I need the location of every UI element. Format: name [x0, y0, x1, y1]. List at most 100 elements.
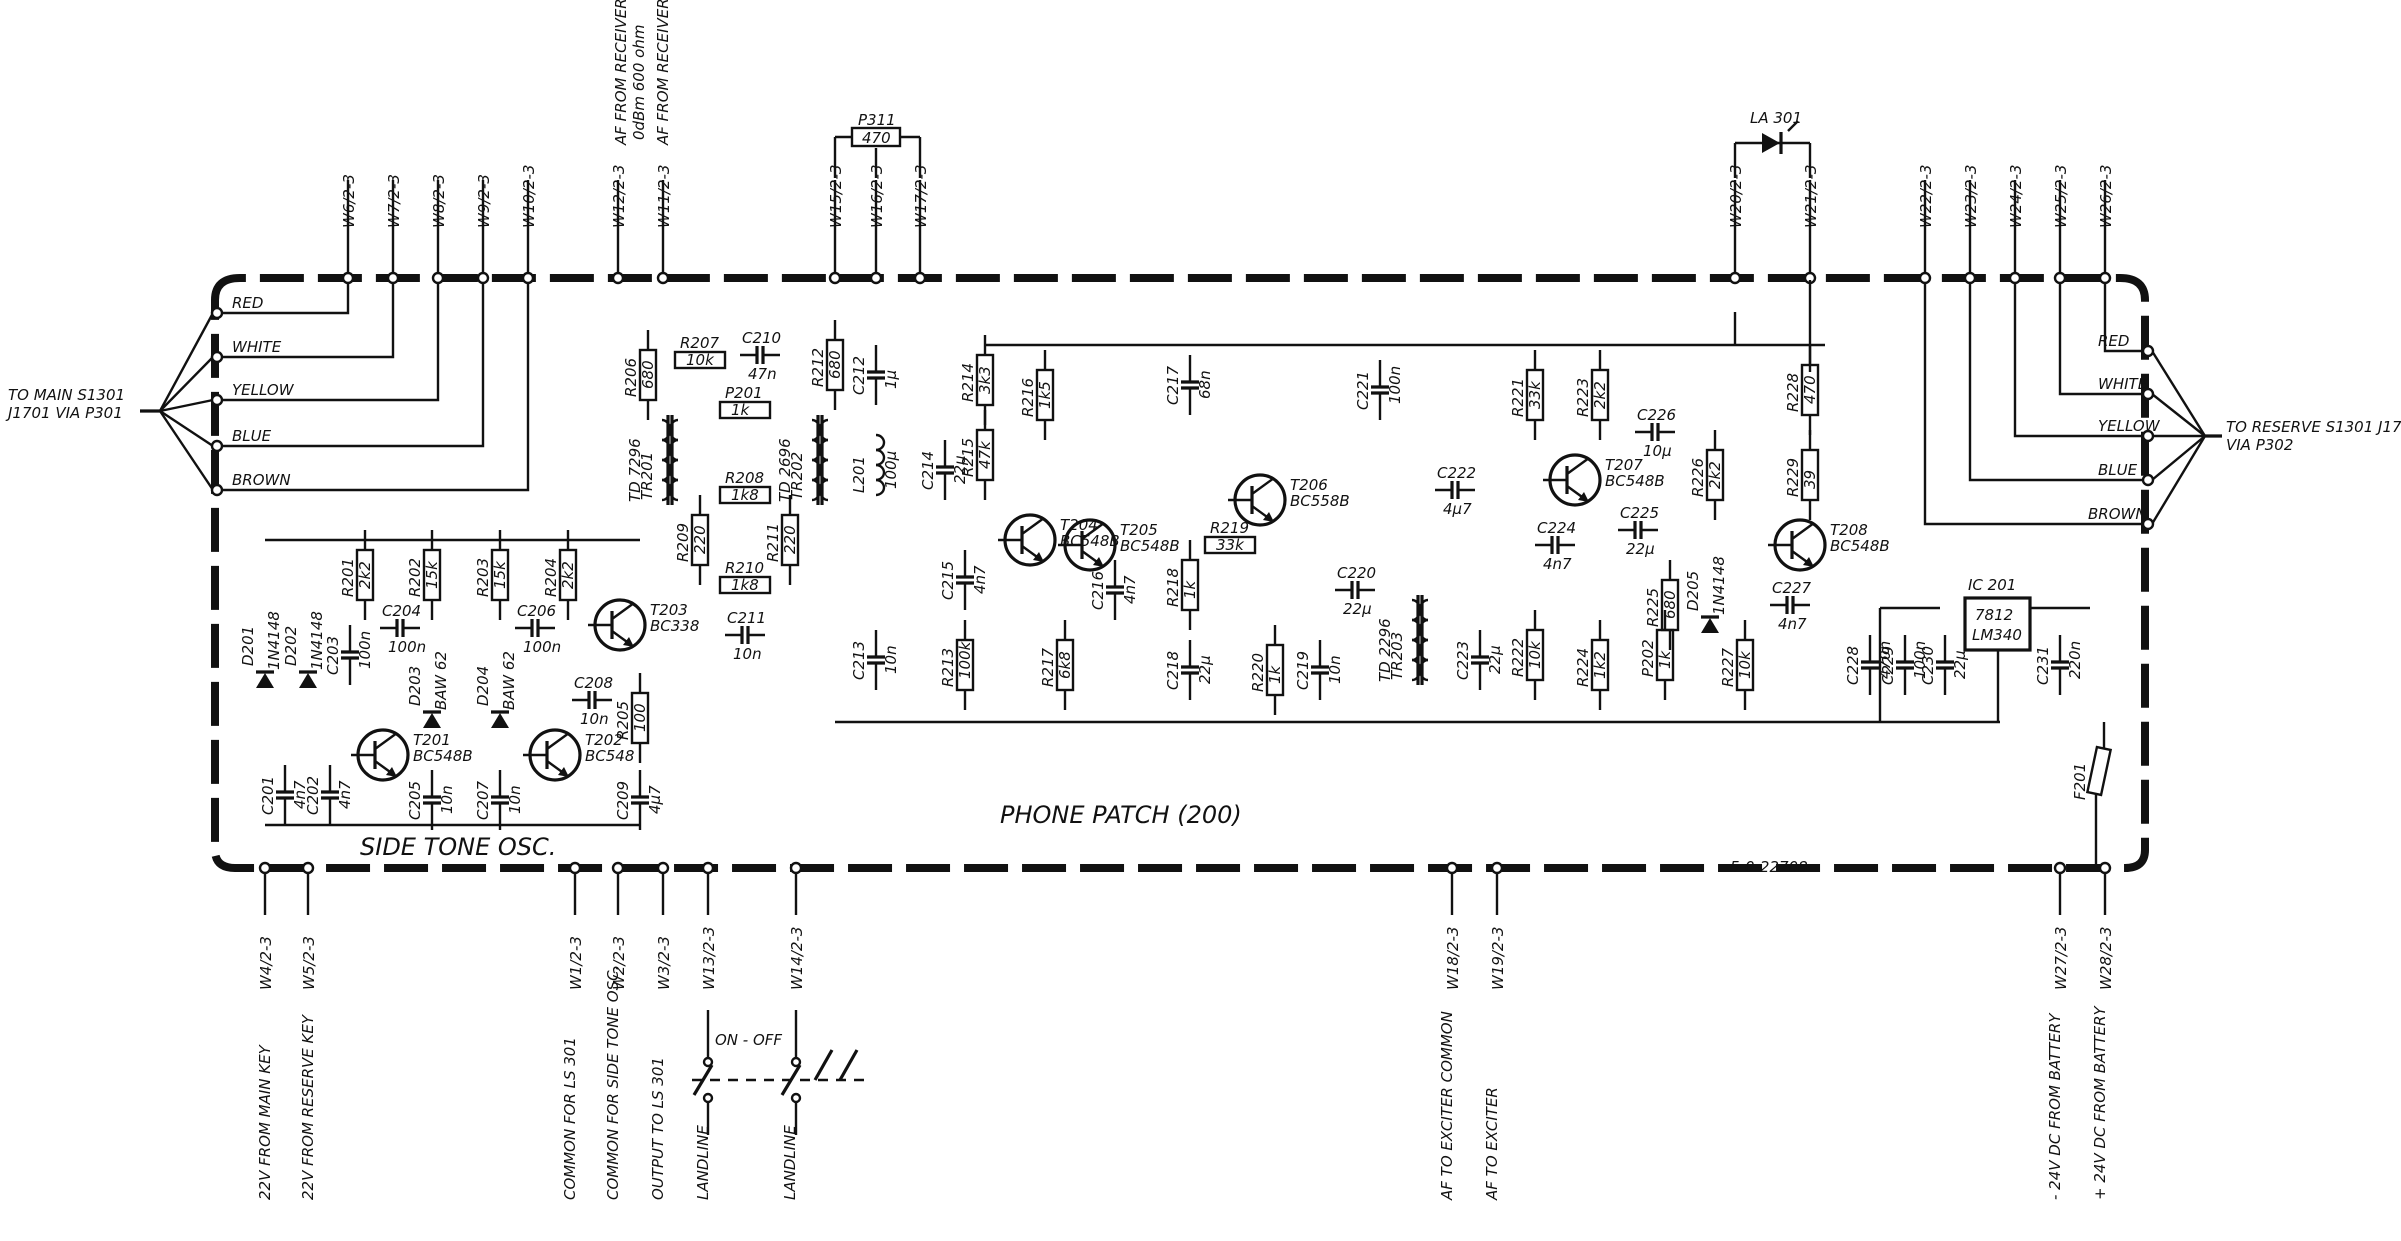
top-terminal-label: W25/2-3 [2052, 165, 2070, 228]
left-wire-label: RED [232, 294, 263, 312]
terminal-circle [2053, 861, 2067, 875]
transistor-type: BC548B [1830, 537, 1890, 555]
terminal-circle [1490, 861, 1504, 875]
resistor-ref: P202 [1639, 639, 1657, 677]
bottom-terminal-label: W13/2-3 [700, 927, 718, 990]
resistor-ref: R222 [1509, 638, 1527, 677]
top-terminal-label: W16/2-3 [868, 165, 886, 228]
resistor-value: 6k8 [1056, 651, 1074, 679]
top-terminal-w16-2-3: W16/2-3 [868, 165, 886, 285]
cap-ref: C225 [1620, 504, 1659, 522]
fuse-f201: F201 [2071, 722, 2113, 868]
resistor-value: 33k [1216, 536, 1245, 554]
terminal-circle [611, 861, 625, 875]
transistor-arrow [623, 637, 634, 647]
inductor-coil [875, 433, 886, 452]
bottom-terminal-w1-2-3: W1/2-3 [567, 861, 585, 990]
wire-pin [2141, 473, 2155, 487]
wire-pin [210, 350, 224, 364]
left-wire-brown: BROWN [210, 283, 530, 497]
resistor-ref: R219 [1210, 519, 1249, 537]
pot-p311-value: 470 [862, 129, 891, 147]
top-note-af-receiver-2: AF FROM RECEIVER [654, 0, 672, 146]
resistor-value: 2k2 [559, 561, 577, 589]
top-terminal-w21-2-3: W21/2-3 [1802, 165, 1820, 285]
cap-ref: C230 [1919, 646, 1937, 685]
resistor-value: 220 [691, 525, 709, 554]
right-wire-yellow: YELLOW [2013, 283, 2161, 443]
top-terminal-w12-2-3: W12/2-3 [610, 165, 628, 285]
wire-trace [222, 283, 440, 402]
terminal-circle [386, 271, 400, 285]
resistor-value: 1k [1181, 579, 1199, 599]
cap-ref: C202 [304, 776, 322, 815]
transistor-collector [1021, 517, 1045, 535]
transformer-coil [668, 478, 679, 502]
transformer-ref: TR203 [1388, 632, 1406, 680]
terminal-circle [1445, 861, 1459, 875]
cap-ref: C210 [742, 329, 781, 347]
terminal-circle [258, 861, 272, 875]
transistor-ref: T201 [413, 731, 451, 749]
transformer-ref: TR202 [788, 452, 806, 500]
top-note-0dbm: 0dBm 600 ohm [630, 25, 648, 140]
left-connector-label-1: TO MAIN S1301 [8, 386, 125, 404]
resistor-ref: R228 [1784, 373, 1802, 412]
transistor-collector [611, 602, 635, 620]
top-terminal-label: W6/2-3 [340, 174, 358, 228]
transistor-arrow [386, 767, 397, 777]
wire-pin [210, 393, 224, 407]
bottom-terminal-w27-2-3: W27/2-3 [2052, 861, 2070, 990]
cap-value: 22µ [1486, 645, 1504, 674]
cap-value: 10µ [1643, 442, 1672, 460]
top-terminal-w23-2-3: W23/2-3 [1962, 165, 1980, 285]
top-terminal-w24-2-3: W24/2-3 [2007, 165, 2025, 285]
transistor-collector [374, 732, 398, 750]
transistor-collector [1081, 522, 1105, 540]
resistor-ref: R207 [680, 334, 720, 352]
transistor-type: BC548B [1605, 472, 1665, 490]
top-terminal-w11-2-3: W11/2-3 [655, 165, 673, 285]
transistor-arrow [1803, 557, 1814, 567]
bottom-terminal-w28-2-3: W28/2-3 [2097, 861, 2115, 990]
top-terminal-label: W20/2-3 [1727, 165, 1745, 228]
bottom-note-6: LANDLINE [781, 1125, 799, 1200]
left-connector-label-2: J1701 VIA P301 [5, 404, 123, 422]
right-wire-red: RED [2098, 283, 2155, 358]
bottom-terminal-label: W27/2-3 [2052, 927, 2070, 990]
transistor-ref: T207 [1605, 456, 1643, 474]
resistor-value: 220 [781, 525, 799, 554]
resistor-ref: R215 [959, 438, 977, 477]
transistor-collector [1251, 477, 1275, 495]
cap-value: 4n7 [1543, 555, 1572, 573]
resistor-ref: R209 [674, 523, 692, 562]
resistor-ref: R221 [1509, 378, 1527, 417]
bottom-terminal-w4-2-3: W4/2-3 [257, 861, 275, 990]
left-wire-white: WHITE [210, 283, 395, 364]
terminal-circle [869, 271, 883, 285]
inductor-coil [875, 478, 886, 497]
top-terminal-w17-2-3: W17/2-3 [912, 165, 930, 285]
cap-value: 22µ [1951, 650, 1969, 679]
cap-value: 68n [1196, 370, 1214, 399]
cap-ref: C203 [324, 636, 342, 675]
wire-pin [210, 439, 224, 453]
